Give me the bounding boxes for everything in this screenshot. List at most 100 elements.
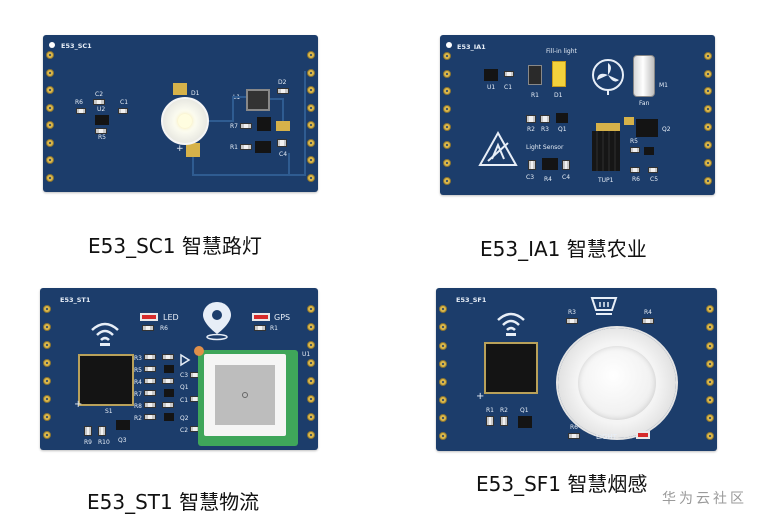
label-r2: R2: [527, 126, 535, 133]
label-tup1: TUP1: [598, 177, 614, 184]
resistor: [144, 414, 156, 420]
header-pad: [706, 323, 714, 332]
header-pad: [439, 323, 447, 332]
motor-m1: [633, 55, 655, 97]
label-r4: R4: [544, 176, 552, 183]
header-pad: [439, 377, 447, 386]
header-pad: [439, 359, 447, 368]
header-pad: [443, 140, 451, 149]
header-pad: [704, 123, 712, 132]
resistor: [144, 390, 156, 396]
label-r8: R8: [134, 403, 142, 410]
header-pad: [43, 395, 51, 404]
label-r3: R3: [541, 126, 549, 133]
label-r5: R5: [98, 134, 106, 141]
arrow-marker-icon: [180, 353, 191, 367]
header-pad: [46, 86, 54, 95]
header-pad: [706, 414, 714, 423]
label-r3: R3: [568, 309, 576, 316]
header-pad: [443, 176, 451, 185]
resistor: [144, 366, 156, 372]
label-c5: C5: [650, 176, 659, 183]
header-pad: [43, 413, 51, 422]
header-pad: [706, 341, 714, 350]
resistor: [162, 378, 174, 384]
plus-sign: +: [476, 391, 485, 402]
header-pad: [704, 69, 712, 78]
label-r10: R10: [98, 439, 110, 446]
location-pin-icon: [203, 302, 231, 341]
label-r6: R6: [570, 424, 578, 431]
capacitor-c3: [528, 160, 536, 170]
led-plus-sign: +: [176, 144, 184, 154]
label-q2: Q2: [662, 126, 671, 133]
header-pad: [704, 51, 712, 60]
resistor-r7: [240, 123, 252, 129]
transistor: [164, 389, 174, 397]
diode-d2: [277, 88, 289, 94]
chip-s1: [78, 354, 134, 406]
resistor-r5: [95, 128, 107, 134]
resistor: [144, 402, 156, 408]
resistor-r4: [642, 318, 654, 324]
label-q1: Q1: [558, 126, 567, 133]
board-label: E53_IA1: [457, 43, 486, 51]
capacitor-c4: [562, 160, 570, 170]
transistor-q1: [518, 416, 532, 428]
label-u1: U1: [487, 84, 496, 91]
capacitor-c1: [504, 71, 514, 77]
caption-ia1: E53_IA1 智慧农业: [480, 237, 647, 261]
chip-tup1: [592, 131, 620, 171]
label-fill-in-light: Fill-in light: [546, 48, 577, 55]
header-pad: [706, 377, 714, 386]
sensor-r4: [542, 158, 558, 170]
watermark: 华为云社区: [662, 491, 747, 507]
label-r2: R2: [134, 415, 142, 422]
label-q1: Q1: [180, 384, 189, 391]
header-pad: [307, 103, 315, 112]
header-pad: [706, 432, 714, 441]
header-pad: [704, 105, 712, 114]
board-sc1: E53_SC1 D1 + L1 D2 R6 C2 U2 C1 R5 R7 U1 …: [43, 35, 318, 192]
header-pad: [307, 51, 315, 60]
plus-sign: +: [74, 399, 83, 410]
alarm-speaker-icon: [590, 297, 618, 315]
resistor-r1: [254, 325, 266, 331]
label-r6: R6: [160, 325, 168, 332]
caption-sf1: E53_SF1 智慧烟感: [476, 472, 648, 496]
header-pad: [704, 140, 712, 149]
board-label: E53_SF1: [456, 296, 487, 304]
resistor-r6: [568, 433, 580, 439]
header-pad: [43, 305, 51, 314]
label-r2: R2: [500, 407, 508, 414]
resistor-r6: [630, 167, 640, 173]
header-pad: [307, 138, 315, 147]
header-pad: [307, 173, 315, 182]
capacitor-c5: [648, 167, 658, 173]
label-r3: R3: [134, 355, 142, 362]
header-pad: [439, 432, 447, 441]
resistor: [144, 354, 156, 360]
label-c1: C1: [180, 397, 189, 404]
label-gps: GPS: [274, 313, 291, 322]
capacitor-c1: [118, 108, 128, 114]
led-gps-red: [252, 313, 270, 321]
capacitor-c2: [93, 99, 105, 105]
label-q1: Q1: [520, 407, 529, 414]
header-pad: [307, 377, 315, 386]
header-pad: [704, 176, 712, 185]
header-pad: [46, 138, 54, 147]
header-pad: [307, 323, 315, 332]
label-r4: R4: [644, 309, 652, 316]
esd-warning-icon: [478, 130, 518, 166]
header-pad: [439, 396, 447, 404]
header-pad: [443, 87, 451, 96]
header-pad: [307, 359, 315, 368]
header-pad: [439, 341, 447, 350]
label-r9: R9: [84, 439, 92, 446]
header-pad: [704, 158, 712, 167]
header-pad: [307, 341, 315, 350]
led-pad-bottom: [186, 143, 200, 157]
label-q2: Q2: [180, 415, 189, 422]
header-pad: [46, 173, 54, 182]
